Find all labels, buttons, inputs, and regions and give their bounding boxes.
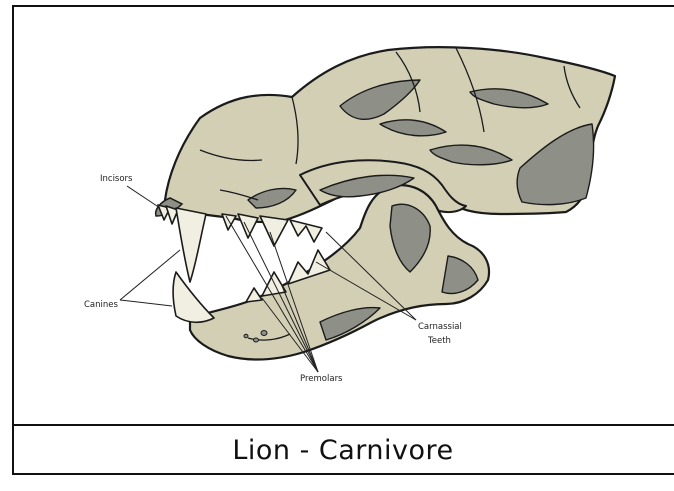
label-carnassial-line2: Teeth bbox=[427, 336, 451, 346]
label-canines: Canines bbox=[84, 300, 119, 310]
label-incisors: Incisors bbox=[100, 174, 133, 184]
caption-title: Lion - Carnivore bbox=[12, 426, 674, 474]
label-carnassial-line1: Carnassial bbox=[418, 322, 462, 332]
label-premolars: Premolars bbox=[300, 374, 343, 384]
